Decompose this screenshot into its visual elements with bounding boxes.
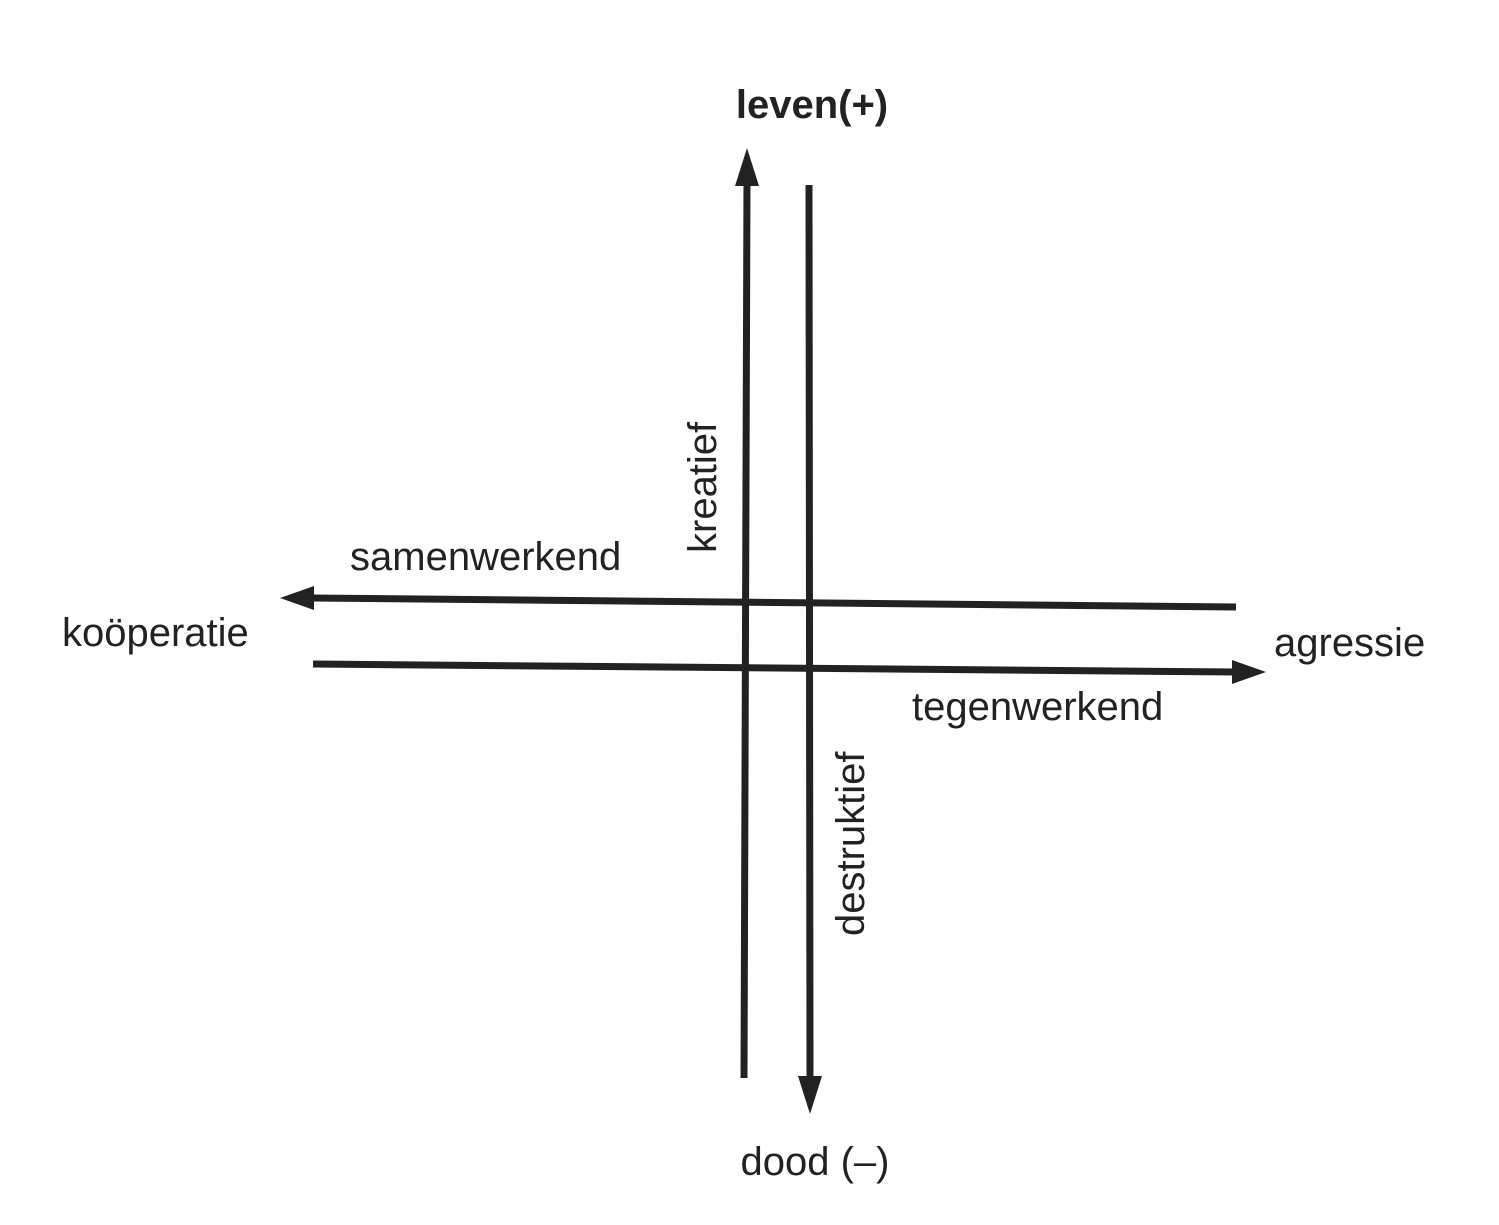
up-arrow-shaft bbox=[740, 179, 751, 1079]
left-label: koöperatie bbox=[62, 611, 249, 655]
top-label: leven(+) bbox=[736, 83, 888, 127]
down-arrow-head bbox=[798, 1076, 822, 1114]
up-arrow-head bbox=[735, 148, 759, 186]
right-arrow-shaft bbox=[312, 660, 1237, 676]
up-arrow-label: kreatief bbox=[681, 421, 725, 553]
right-label: agressie bbox=[1274, 621, 1425, 665]
down-arrow-label: destruktief bbox=[829, 751, 873, 936]
left-arrow-head bbox=[280, 586, 314, 610]
left-arrow-shaft bbox=[311, 594, 1237, 611]
lower-arrow-label: tegenwerkend bbox=[912, 685, 1163, 729]
down-arrow-shaft bbox=[805, 184, 814, 1081]
bottom-label: dood (–) bbox=[741, 1140, 890, 1184]
right-arrow-head bbox=[1232, 660, 1266, 684]
upper-arrow-label: samenwerkend bbox=[350, 535, 621, 579]
